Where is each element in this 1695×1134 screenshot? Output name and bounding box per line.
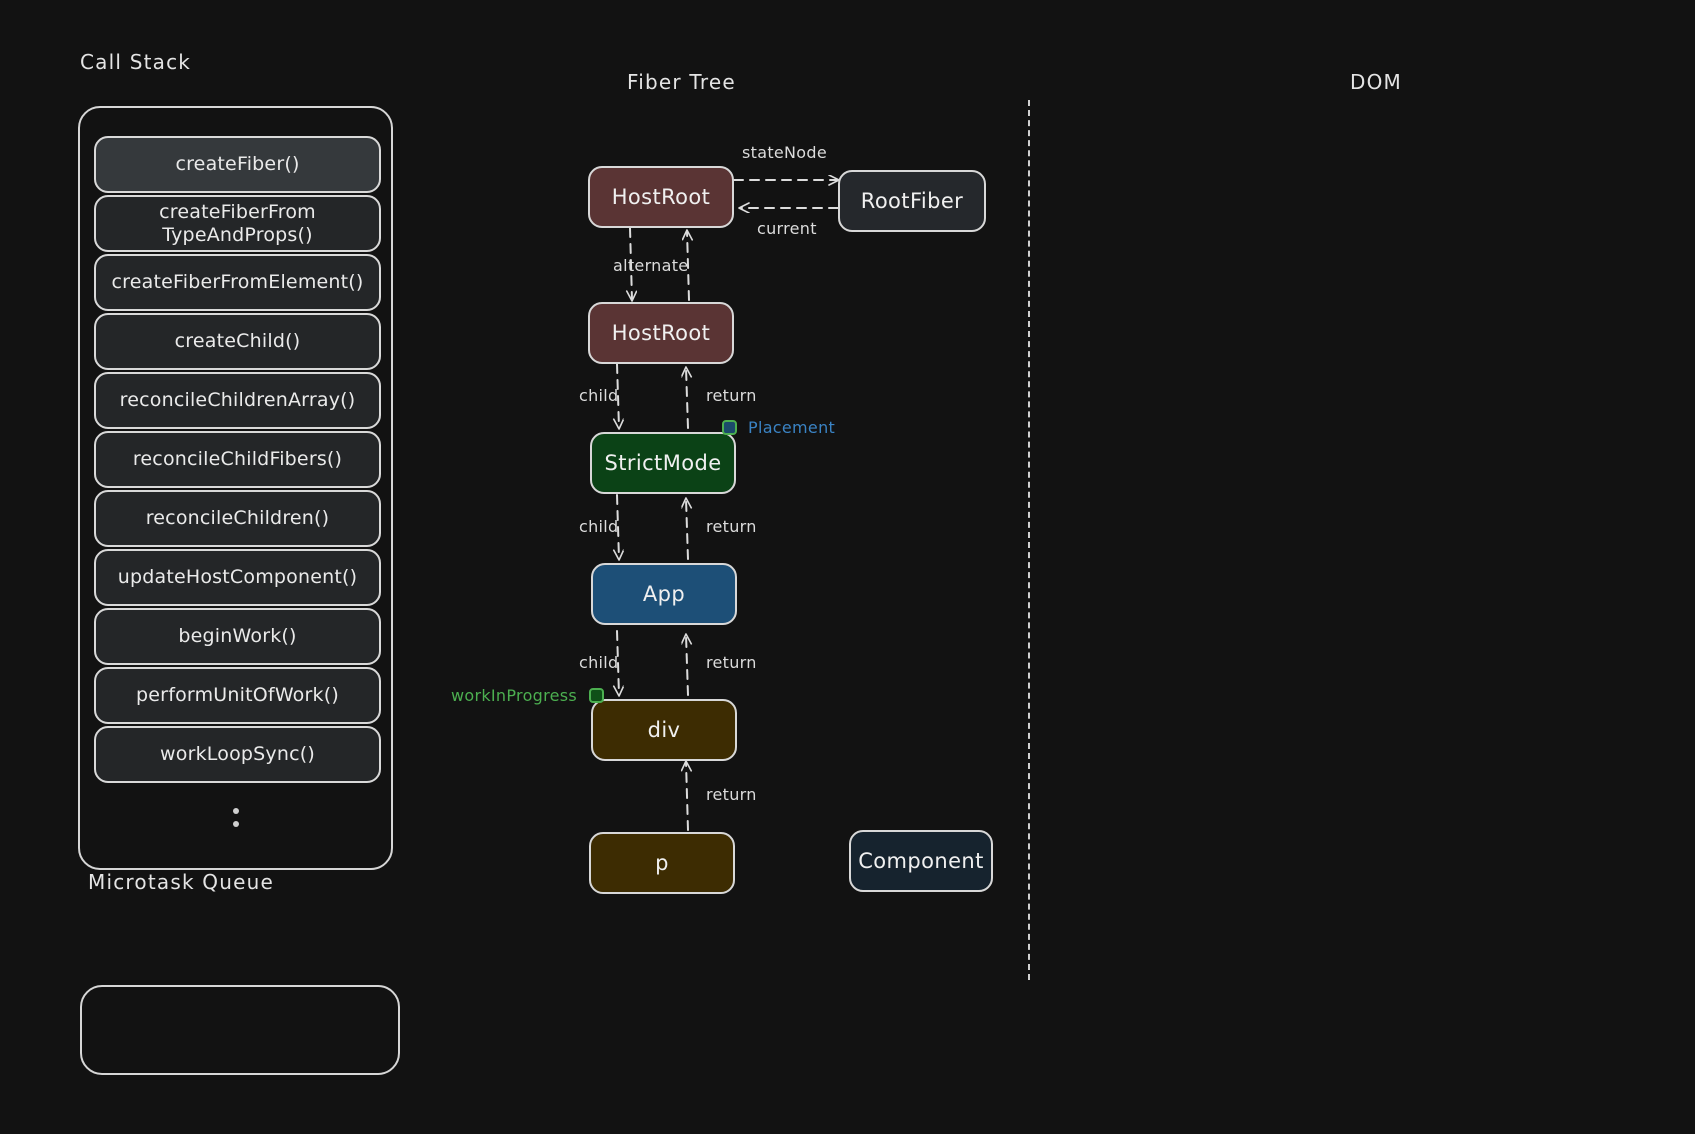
edge-return-p-div — [686, 762, 688, 830]
stack-frame-begin-work[interactable]: beginWork() — [94, 608, 381, 665]
edge-label-statenode: stateNode — [742, 143, 827, 162]
dom-boundary-divider — [1028, 100, 1030, 980]
microtask-queue-heading: Microtask Queue — [88, 870, 274, 894]
stack-frame-create-fiber[interactable]: createFiber() — [94, 136, 381, 193]
edge-label-return-1: return — [706, 386, 757, 405]
fiber-node-app[interactable]: App — [591, 563, 737, 625]
fiber-node-p[interactable]: p — [589, 832, 735, 894]
stack-frame-reconcile-children[interactable]: reconcileChildren() — [94, 490, 381, 547]
fiber-node-label: App — [643, 582, 685, 606]
workinprogress-pointer-label: workInProgress — [451, 686, 577, 705]
fiber-node-hostroot-current[interactable]: HostRoot — [588, 166, 734, 228]
placement-flag-swatch-icon — [722, 420, 737, 435]
stack-frame-perform-unit-of-work[interactable]: performUnitOfWork() — [94, 667, 381, 724]
fiber-node-rootfiber[interactable]: RootFiber — [838, 170, 986, 232]
dom-heading: DOM — [1350, 70, 1402, 94]
edge-label-return-2: return — [706, 517, 757, 536]
fiber-node-label: div — [648, 718, 681, 742]
edge-return-div-app — [686, 635, 688, 695]
edge-label-return-3: return — [706, 653, 757, 672]
stack-frame-create-fiber-from-element[interactable]: createFiberFromElement() — [94, 254, 381, 311]
edge-label-alternate: alternate — [613, 256, 688, 275]
fiber-node-label: RootFiber — [861, 189, 963, 213]
edge-return-app-strictmode — [686, 499, 688, 559]
microtask-queue-panel — [80, 985, 400, 1075]
edge-label-return-4: return — [706, 785, 757, 804]
call-stack-panel: createFiber() createFiberFromTypeAndProp… — [78, 106, 393, 870]
call-stack-heading: Call Stack — [80, 50, 191, 74]
fiber-node-strictmode[interactable]: StrictMode — [590, 432, 736, 494]
fiber-node-hostroot-workinprogress[interactable]: HostRoot — [588, 302, 734, 364]
fiber-tree-heading: Fiber Tree — [627, 70, 736, 94]
call-stack-frame-list: createFiber() createFiberFromTypeAndProp… — [94, 136, 381, 783]
fiber-node-component[interactable]: Component — [849, 830, 993, 892]
edge-label-current: current — [757, 219, 817, 238]
fiber-node-label: p — [655, 851, 669, 875]
fiber-node-div[interactable]: div — [591, 699, 737, 761]
stack-frame-create-child[interactable]: createChild() — [94, 313, 381, 370]
stack-frame-reconcile-child-fibers[interactable]: reconcileChildFibers() — [94, 431, 381, 488]
edge-label-child-2: child — [579, 517, 618, 536]
fiber-node-label: HostRoot — [612, 321, 711, 345]
fiber-node-label: HostRoot — [612, 185, 711, 209]
stack-frame-work-loop-sync[interactable]: workLoopSync() — [94, 726, 381, 783]
stack-frame-reconcile-children-array[interactable]: reconcileChildrenArray() — [94, 372, 381, 429]
fiber-node-label: StrictMode — [604, 451, 721, 475]
edge-label-child-1: child — [579, 386, 618, 405]
edge-return-strictmode-hostroot — [686, 368, 688, 428]
fiber-node-label: Component — [858, 849, 984, 873]
stack-frame-update-host-component[interactable]: updateHostComponent() — [94, 549, 381, 606]
workinprogress-pointer-swatch-icon — [589, 688, 604, 703]
edge-label-child-3: child — [579, 653, 618, 672]
placement-flag-label: Placement — [748, 418, 835, 437]
stack-overflow-ellipsis-icon — [80, 808, 391, 827]
stack-frame-create-fiber-from-type-and-props[interactable]: createFiberFromTypeAndProps() — [94, 195, 381, 252]
